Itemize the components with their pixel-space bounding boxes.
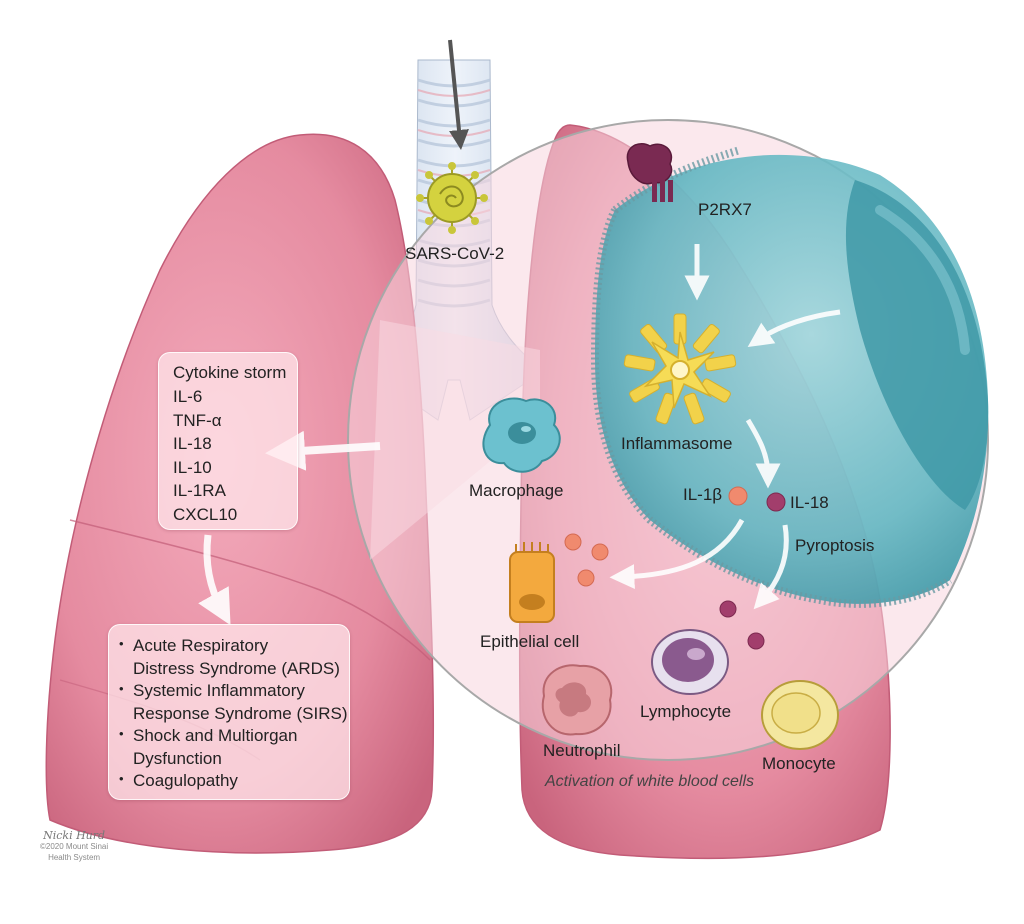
artist-signature: Nicki Hurd ©2020 Mount Sinai Health Syst… [40,830,108,863]
epithelial-cell-icon [509,542,555,623]
il1b-particles [564,533,609,587]
cytokine-storm-box: Cytokine storm IL-6 TNF-α IL-18 IL-10 IL… [158,352,298,530]
virus-icon [416,162,488,234]
list-item: IL-6 [173,387,203,406]
label-il18: IL-18 [790,493,829,512]
label-p2rx7: P2RX7 [698,200,752,219]
bullet-icon: • [119,771,124,786]
entry-arrow [448,39,469,150]
copyright-text: ©2020 Mount Sinai [40,842,109,851]
label-epithelial-cell: Epithelial cell [480,632,580,651]
list-item: IL-10 [173,457,212,477]
il1b-dot [728,486,748,506]
lymphocyte-icon [651,629,729,695]
bullet-icon: • [119,636,124,651]
pathway-arrows [198,244,841,626]
il18-particles [719,600,765,650]
monocyte-icon [761,680,839,750]
label-inflammasome: Inflammasome [621,434,733,453]
magnified-view [347,119,989,761]
list-item: TNF-α [173,410,222,430]
label-monocyte: Monocyte [762,754,836,773]
il18-dot [766,492,786,512]
macrophage-icon [482,397,561,473]
cytokine-storm-title: Cytokine storm [173,363,287,382]
signature-scribble: Nicki Hurd [43,829,106,842]
list-item: IL-18 [173,434,212,454]
cytokine-list: IL-6 TNF-α IL-18 IL-10 IL-1RA CXCL10 [173,385,297,527]
bullet-icon: • [119,726,124,741]
label-neutrophil: Neutrophil [543,741,621,760]
list-item: CXCL10 [173,504,238,524]
label-lymphocyte: Lymphocyte [640,702,732,721]
list-item: •Coagulopathy [119,770,349,793]
inflammasome-icon [623,313,737,425]
label-pyroptosis: Pyroptosis [795,536,875,555]
p2rx7-receptor-icon [626,142,673,202]
list-item: IL-1RA [173,481,226,501]
label-activation: Activation of white blood cells [545,773,754,790]
label-il1b: IL-1β [683,485,723,504]
label-sars-cov-2: SARS-CoV-2 [405,244,505,263]
bullet-icon: • [119,681,124,696]
label-macrophage: Macrophage [469,481,564,500]
neutrophil-icon [541,664,613,736]
organization-text: Health System [48,853,101,862]
